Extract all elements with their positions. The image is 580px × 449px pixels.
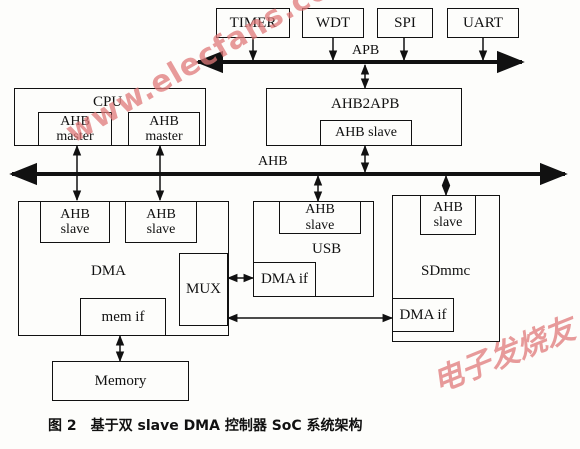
dma-title: DMA — [91, 263, 127, 279]
sdmmc-title: SDmmc — [421, 263, 471, 279]
dma-ahb-slave-1: AHB slave — [40, 201, 110, 243]
ahb-label: AHB — [258, 154, 288, 169]
wdt-box: WDT — [302, 8, 364, 38]
cpu-ahb-master-1: AHB master — [38, 112, 112, 146]
usb-ahb-slave: AHB slave — [279, 201, 361, 234]
timer-box: TIMER — [216, 8, 290, 38]
mux-box: MUX — [179, 253, 228, 326]
sdmmc-ahb-slave: AHB slave — [420, 195, 476, 235]
spi-box: SPI — [377, 8, 433, 38]
cpu-title: CPU — [93, 94, 123, 110]
memory-box: Memory — [52, 361, 189, 401]
sdmmc-dma-if: DMA if — [392, 298, 454, 332]
mem-if-label: mem if — [101, 308, 145, 325]
mem-if-box: mem if — [80, 298, 166, 336]
cpu-ahb-master-2: AHB master — [128, 112, 200, 146]
memory-label: Memory — [94, 372, 147, 389]
usb-dma-if: DMA if — [253, 262, 316, 297]
usb-dma-if-label: DMA if — [260, 271, 309, 287]
dma-ahb-slave-2: AHB slave — [125, 201, 197, 243]
ahb2apb-title: AHB2APB — [331, 96, 400, 112]
sdmmc-dma-if-label: DMA if — [399, 306, 447, 323]
uart-label: UART — [463, 14, 503, 31]
ahb2apb-slave: AHB slave — [320, 120, 412, 146]
wdt-label: WDT — [315, 14, 351, 31]
mux-label: MUX — [185, 281, 221, 297]
uart-box: UART — [447, 8, 519, 38]
spi-label: SPI — [394, 14, 416, 31]
figure-caption: 图 2 基于双 slave DMA 控制器 SoC 系统架构 — [48, 418, 363, 434]
apb-label: APB — [352, 43, 380, 58]
timer-label: TIMER — [229, 14, 277, 31]
usb-title: USB — [312, 241, 342, 257]
